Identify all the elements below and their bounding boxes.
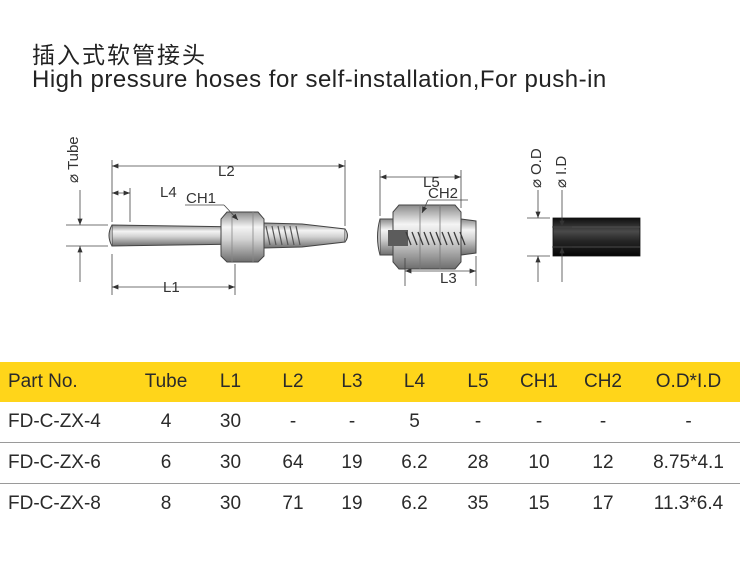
spec-table: Part No. Tube L1 L2 L3 L4 L5 CH1 CH2 O.D… bbox=[0, 362, 740, 524]
hose-part bbox=[552, 217, 641, 257]
diameter-symbol-tube: ⌀ bbox=[65, 174, 82, 183]
technical-drawings: L2 L4 CH1 L1 ⌀ Tube L5 CH2 bbox=[65, 136, 641, 296]
cell-l4: 5 bbox=[409, 411, 420, 432]
header-od-id: O.D*I.D bbox=[637, 362, 740, 402]
cell-l2: 71 bbox=[282, 493, 304, 514]
cell-l1: 30 bbox=[219, 493, 242, 514]
label-tube: Tube bbox=[65, 136, 82, 170]
cell-ch1: 15 bbox=[528, 493, 550, 514]
cell-part-no: FD-C-ZX-4 bbox=[8, 411, 101, 432]
cell-tube: 8 bbox=[160, 493, 172, 514]
cell-l3: 19 bbox=[341, 493, 363, 514]
cell-part-no: FD-C-ZX-6 bbox=[8, 452, 101, 473]
header-l2: L2 bbox=[264, 362, 322, 402]
label-od: O.D bbox=[528, 148, 545, 175]
table-row: FD-C-ZX-6 6 30 64 19 6.2 28 10 12 8.75*4… bbox=[0, 442, 740, 484]
label-ch2: CH2 bbox=[428, 185, 458, 202]
label-ch1: CH1 bbox=[186, 190, 216, 207]
cell-od-id: 11.3*6.4 bbox=[653, 493, 724, 514]
header-part-no: Part No. bbox=[0, 362, 135, 402]
cell-l2: 64 bbox=[282, 452, 304, 473]
cell-tube: 6 bbox=[160, 452, 172, 473]
diameter-symbol-od: ⌀ bbox=[528, 179, 545, 188]
cell-l5: 28 bbox=[467, 452, 489, 473]
header-l5: L5 bbox=[447, 362, 509, 402]
cell-ch2: 17 bbox=[592, 493, 614, 514]
cell-l4: 6.2 bbox=[401, 452, 428, 473]
hose-dimensions bbox=[527, 190, 572, 282]
hose-drawing: ⌀ O.D ⌀ I.D bbox=[527, 148, 641, 282]
title-english: High pressure hoses for self-installatio… bbox=[32, 66, 607, 93]
cell-ch2: - bbox=[599, 411, 607, 432]
label-id: I.D bbox=[553, 156, 570, 175]
header-ch2: CH2 bbox=[569, 362, 637, 402]
cell-tube: 4 bbox=[160, 411, 172, 432]
cell-l5: 35 bbox=[467, 493, 489, 514]
header-l4: L4 bbox=[382, 362, 447, 402]
label-l4: L4 bbox=[160, 184, 177, 201]
header-l1: L1 bbox=[197, 362, 264, 402]
label-l5: L5 bbox=[423, 174, 440, 191]
label-l1: L1 bbox=[163, 279, 180, 296]
cell-l4: 6.2 bbox=[401, 493, 428, 514]
cell-l1: 30 bbox=[219, 452, 242, 473]
cell-l2: - bbox=[289, 411, 297, 432]
title-chinese: 插入式软管接头 bbox=[32, 43, 207, 69]
coupling-drawing: L5 CH2 L3 bbox=[377, 170, 477, 287]
label-l3: L3 bbox=[440, 270, 457, 287]
diameter-symbol-id: ⌀ bbox=[553, 179, 570, 188]
cell-l3: 19 bbox=[341, 452, 363, 473]
cell-ch2: 12 bbox=[592, 452, 614, 473]
cell-l5: - bbox=[474, 411, 482, 432]
cell-l3: - bbox=[348, 411, 356, 432]
coupling-part bbox=[377, 204, 477, 270]
coupling-dimensions bbox=[379, 170, 477, 286]
header-l3: L3 bbox=[322, 362, 382, 402]
cell-part-no: FD-C-ZX-8 bbox=[8, 493, 101, 514]
header-ch1: CH1 bbox=[509, 362, 569, 402]
fitting-part bbox=[108, 211, 348, 263]
cell-ch1: 10 bbox=[528, 452, 550, 473]
table-row: FD-C-ZX-8 8 30 71 19 6.2 35 15 17 11.3*6… bbox=[0, 483, 740, 525]
cell-od-id: 8.75*4.1 bbox=[653, 452, 724, 473]
fitting-drawing: L2 L4 CH1 L1 ⌀ Tube bbox=[65, 136, 348, 296]
spec-table-header: Part No. Tube L1 L2 L3 L4 L5 CH1 CH2 O.D… bbox=[0, 362, 740, 402]
cell-ch1: - bbox=[535, 411, 543, 432]
cell-l1: 30 bbox=[219, 411, 242, 432]
cell-od-id: - bbox=[685, 411, 692, 432]
header-tube: Tube bbox=[135, 362, 197, 402]
table-row: FD-C-ZX-4 4 30 - - 5 - - - - bbox=[0, 402, 740, 443]
fitting-dimensions bbox=[66, 160, 346, 295]
label-l2: L2 bbox=[218, 163, 235, 180]
